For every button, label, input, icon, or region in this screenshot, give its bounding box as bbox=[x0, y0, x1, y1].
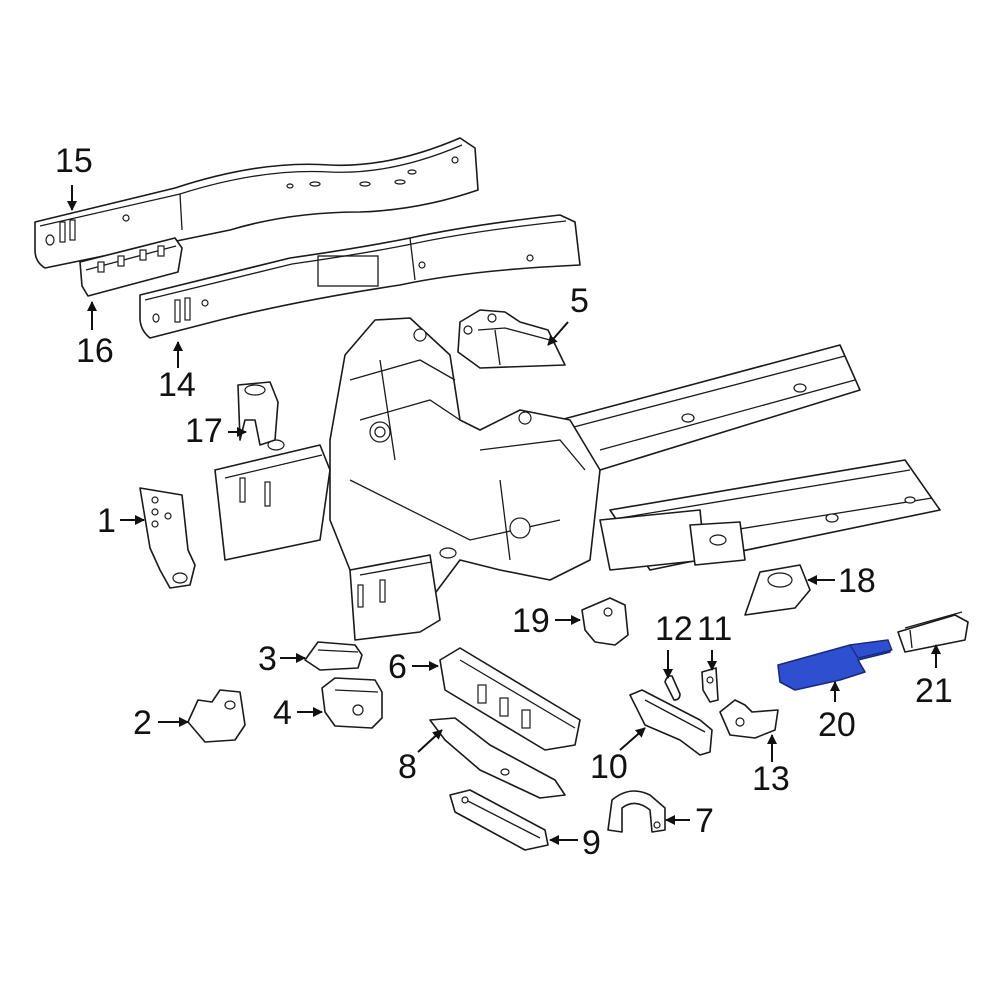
part-20-highlighted[interactable] bbox=[777, 639, 893, 691]
part-7-strap[interactable] bbox=[607, 790, 666, 833]
callout-6: 6 bbox=[388, 648, 407, 686]
callout-9: 9 bbox=[582, 824, 601, 862]
callout-4: 4 bbox=[273, 694, 292, 732]
callout-13: 13 bbox=[752, 760, 790, 798]
part-4-bracket[interactable] bbox=[321, 677, 383, 729]
callout-1: 1 bbox=[97, 502, 116, 540]
callout-3: 3 bbox=[258, 640, 277, 678]
callout-11: 11 bbox=[697, 610, 732, 648]
callout-15: 15 bbox=[55, 142, 93, 180]
part-13-bracket[interactable] bbox=[719, 699, 779, 739]
part-21-bracket[interactable] bbox=[897, 611, 969, 653]
callout-20: 20 bbox=[818, 706, 856, 744]
callout-18: 18 bbox=[838, 562, 876, 600]
part-16-rail-reinforcement[interactable] bbox=[79, 237, 183, 297]
part-8-brace[interactable] bbox=[429, 717, 566, 799]
part-10-bracket[interactable] bbox=[629, 689, 713, 756]
callout-19: 19 bbox=[512, 602, 550, 640]
callout-12: 12 bbox=[655, 610, 693, 648]
callout-5: 5 bbox=[570, 282, 589, 320]
chassis-assembly bbox=[214, 317, 941, 641]
part-6-crossmember[interactable] bbox=[439, 647, 581, 751]
callout-16: 16 bbox=[76, 332, 114, 370]
callout-2: 2 bbox=[133, 704, 152, 742]
callout-21: 21 bbox=[915, 672, 953, 710]
part-15-frame-rail[interactable] bbox=[34, 137, 479, 269]
leader-lines bbox=[67, 185, 941, 845]
callout-7: 7 bbox=[695, 802, 714, 840]
part-19-bracket[interactable] bbox=[581, 597, 629, 646]
callout-14: 14 bbox=[158, 366, 196, 404]
callout-8: 8 bbox=[398, 748, 417, 786]
part-14-frame-rail[interactable] bbox=[139, 214, 581, 339]
part-17-bracket[interactable] bbox=[237, 381, 279, 446]
part-12-pin[interactable] bbox=[664, 675, 681, 701]
part-2-bracket[interactable] bbox=[187, 689, 246, 743]
callout-labels: 15 16 14 5 17 1 18 19 12 11 3 6 4 2 8 10… bbox=[55, 142, 953, 862]
part-3-bracket[interactable] bbox=[304, 641, 363, 671]
callout-10: 10 bbox=[590, 748, 628, 786]
part-18-body-mount[interactable] bbox=[744, 564, 811, 616]
part-1-bracket[interactable] bbox=[139, 487, 196, 589]
part-11-plate[interactable] bbox=[701, 667, 719, 703]
part-9-brace[interactable] bbox=[449, 789, 549, 851]
callout-17: 17 bbox=[185, 412, 223, 450]
part-5-engine-mount[interactable] bbox=[457, 309, 566, 369]
